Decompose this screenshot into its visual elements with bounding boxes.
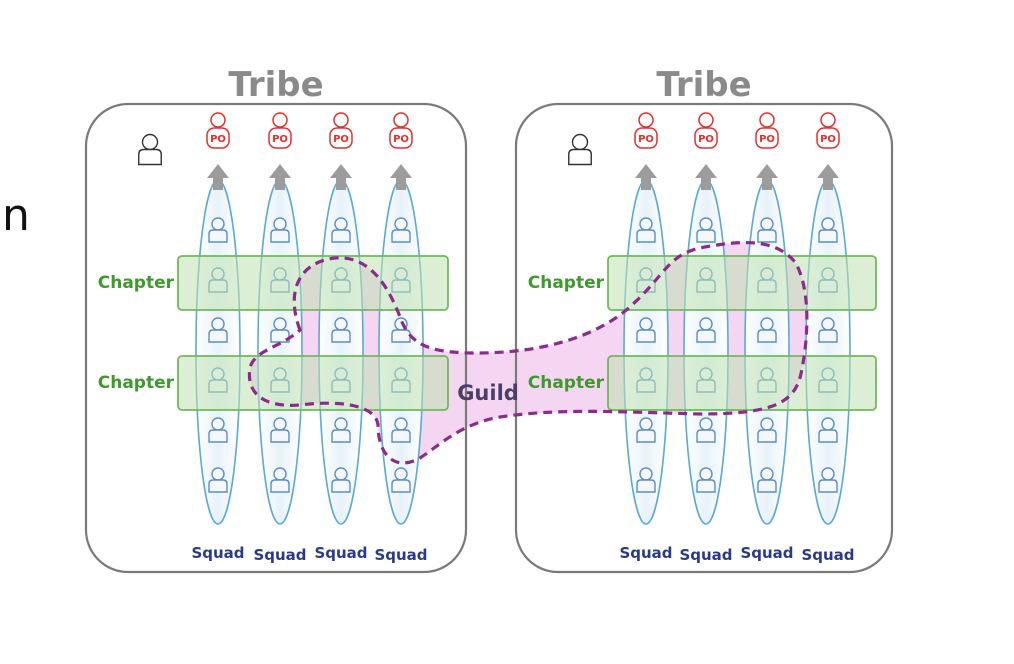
tribe-container — [84, 102, 468, 574]
squad-member-icon — [331, 467, 351, 493]
chapter-band — [177, 355, 449, 411]
squad-member-icon — [636, 417, 656, 443]
arrow-up-icon — [390, 164, 412, 190]
squad-2: PO — [257, 112, 303, 525]
chapter-label: Chapter — [528, 273, 605, 293]
squad-member-icon — [391, 317, 411, 343]
po-label: PO — [638, 134, 654, 145]
chapter-band — [607, 255, 877, 311]
squad-member-icon — [696, 317, 716, 343]
arrow-up-icon — [817, 164, 839, 190]
squad-member-icon — [331, 317, 351, 343]
squad-member-icon — [270, 217, 290, 243]
squad-label: Squad — [740, 544, 793, 562]
squad-4: PO — [378, 112, 424, 525]
squad-2: PO — [683, 112, 729, 525]
arrow-up-icon — [330, 164, 352, 190]
guild-border — [247, 241, 809, 465]
po-label: PO — [333, 134, 349, 145]
arrow-up-icon — [269, 164, 291, 190]
squad-member-icon — [208, 317, 228, 343]
po-label: PO — [393, 134, 409, 145]
product-owner-icon: PO — [755, 112, 779, 149]
squad-label: Squad — [314, 544, 367, 562]
tribe-container — [514, 102, 894, 574]
squad-member-icon — [208, 217, 228, 243]
chapter-label: Chapter — [98, 273, 175, 293]
squad-member-icon — [270, 417, 290, 443]
tribe-2: PO PO PO PO — [514, 102, 894, 574]
squad-member-icon — [818, 467, 838, 493]
arrow-up-icon — [756, 164, 778, 190]
squad-member-icon — [696, 417, 716, 443]
squad-member-icon — [270, 467, 290, 493]
po-label: PO — [759, 134, 775, 145]
squad-member-icon — [757, 467, 777, 493]
squad-member-icon — [757, 217, 777, 243]
chapter-label: Chapter — [98, 373, 175, 393]
squad-label: Squad — [253, 546, 306, 564]
squad-member-icon — [636, 317, 656, 343]
tribe-title: Tribe — [656, 65, 751, 105]
product-owner-icon: PO — [268, 112, 292, 149]
product-owner-icon: PO — [634, 112, 658, 149]
squad-label: Squad — [679, 546, 732, 564]
chapter-band — [607, 355, 877, 411]
tribes-layer: PO PO PO PO PO PO PO PO — [84, 102, 894, 574]
product-owner-icon: PO — [329, 112, 353, 149]
guild-border-layer — [247, 241, 809, 465]
squad-member-icon — [391, 467, 411, 493]
squad-label: Squad — [801, 546, 854, 564]
squad-member-icon — [391, 217, 411, 243]
squad-4: PO — [805, 112, 851, 525]
squad-label: Squad — [619, 544, 672, 562]
cropped-text: n — [2, 190, 30, 241]
guild-label: Guild — [457, 381, 519, 405]
squad-member-icon — [270, 317, 290, 343]
squad-member-icon — [818, 217, 838, 243]
tribe-1: PO PO PO PO — [84, 102, 468, 574]
arrow-up-icon — [635, 164, 657, 190]
arrow-up-icon — [207, 164, 229, 190]
squad-member-icon — [391, 417, 411, 443]
po-label: PO — [210, 134, 226, 145]
product-owner-icon: PO — [694, 112, 718, 149]
po-label: PO — [272, 134, 288, 145]
product-owner-icon: PO — [389, 112, 413, 149]
squad-3: PO — [318, 112, 364, 525]
squad-member-icon — [636, 467, 656, 493]
product-owner-icon: PO — [816, 112, 840, 149]
squad-1: PO — [195, 112, 241, 525]
squad-member-icon — [636, 217, 656, 243]
squad-member-icon — [331, 217, 351, 243]
squad-1: PO — [623, 112, 669, 525]
squad-member-icon — [696, 217, 716, 243]
squad-member-icon — [331, 417, 351, 443]
arrow-up-icon — [695, 164, 717, 190]
product-owner-icon: PO — [206, 112, 230, 149]
squad-member-icon — [208, 467, 228, 493]
squad-member-icon — [208, 417, 228, 443]
tribe-lead-icon — [568, 133, 592, 166]
chapter-band — [177, 255, 449, 311]
squad-3: PO — [744, 112, 790, 525]
squad-member-icon — [818, 417, 838, 443]
squad-member-icon — [757, 317, 777, 343]
squad-label: Squad — [374, 546, 427, 564]
tribe-title: Tribe — [228, 65, 323, 105]
chapter-label: Chapter — [528, 373, 605, 393]
tribe-lead-icon — [138, 133, 162, 166]
squad-member-icon — [818, 317, 838, 343]
squad-member-icon — [757, 417, 777, 443]
po-label: PO — [820, 134, 836, 145]
squad-member-icon — [696, 467, 716, 493]
squad-label: Squad — [191, 544, 244, 562]
po-label: PO — [698, 134, 714, 145]
